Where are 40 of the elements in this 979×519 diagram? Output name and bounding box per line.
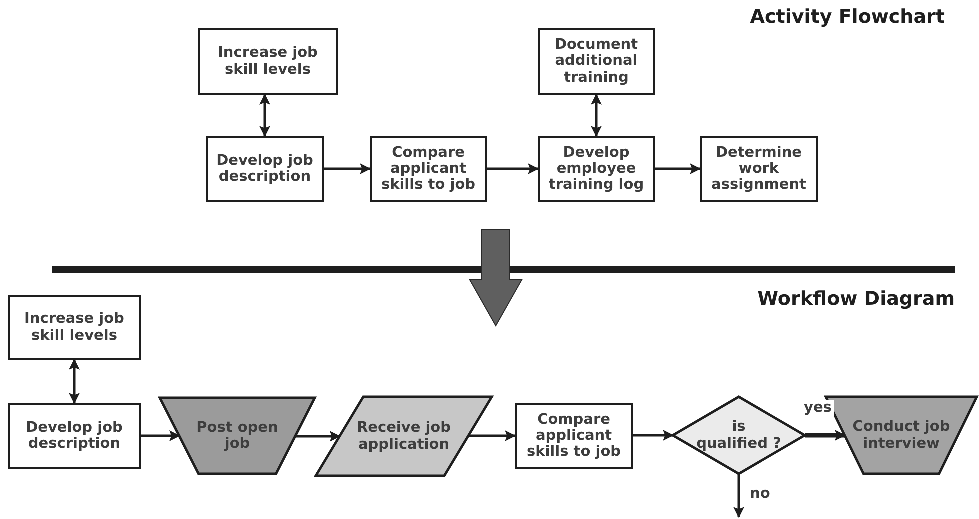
process-box: [700, 136, 818, 202]
arrow: [260, 94, 270, 138]
process-box: [8, 295, 141, 360]
arrow: [487, 164, 540, 174]
node-text: Increase job skill levels: [217, 45, 319, 78]
process-box: [515, 403, 633, 469]
arrow: [655, 164, 702, 174]
node-text: Receive job application: [356, 420, 452, 453]
section-heading: Workflow Diagram: [758, 288, 955, 310]
node-text: Develop employee training log: [548, 144, 646, 194]
node-text: Increase job skill levels: [24, 311, 126, 344]
edge-label: yes: [802, 400, 834, 416]
process-box: [538, 28, 655, 95]
node-text: Develop job description: [216, 152, 314, 186]
arrow: [734, 474, 744, 518]
node-text: Determine work assignment: [710, 144, 808, 194]
manual-operation-shape: [160, 398, 315, 474]
node-text: Conduct job interview: [852, 419, 952, 452]
node-text: Compare applicant skills to job: [526, 412, 622, 460]
process-box: [198, 28, 338, 95]
section-heading: Activity Flowchart: [750, 6, 945, 28]
node-text: Post open job: [196, 420, 280, 452]
arrow: [141, 430, 180, 442]
arrow: [324, 164, 372, 174]
arrow: [296, 431, 341, 442]
arrow: [468, 430, 516, 442]
process-box: [538, 136, 655, 202]
arrow: [633, 430, 674, 441]
node-text: Develop job description: [25, 420, 124, 452]
process-box: [370, 136, 487, 202]
data-shape: [316, 397, 492, 476]
process-box: [206, 136, 324, 202]
arrow: [591, 94, 602, 138]
node-text: is qualified ?: [696, 419, 782, 452]
node-text: Document additional training: [554, 37, 640, 86]
decision-diamond: [673, 397, 805, 474]
process-box: [8, 403, 141, 469]
arrow: [805, 430, 846, 441]
arrow: [69, 358, 80, 404]
node-text: Compare applicant skills to job: [380, 144, 477, 194]
